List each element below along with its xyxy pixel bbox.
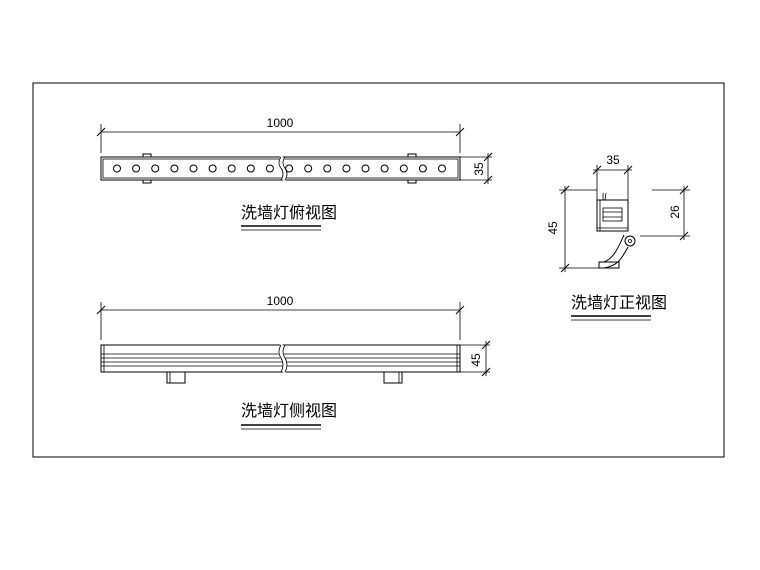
side-view-height-label: 45 bbox=[469, 353, 483, 367]
front-view-body-dimension: 26 bbox=[640, 185, 690, 241]
top-view-tab bbox=[142, 179, 152, 184]
top-view-tab bbox=[142, 153, 152, 158]
top-view-length-dimension: 1000 bbox=[96, 116, 465, 153]
side-view-length-dimension: 1000 bbox=[96, 294, 465, 340]
top-view-led-row bbox=[113, 164, 446, 173]
led-dot bbox=[265, 164, 274, 173]
side-view-bracket bbox=[383, 371, 403, 384]
led-dot bbox=[323, 164, 332, 173]
side-view-bracket bbox=[166, 371, 186, 384]
led-dot bbox=[285, 164, 294, 173]
led-dot bbox=[151, 164, 160, 173]
side-view-length-label: 1000 bbox=[267, 294, 294, 308]
led-dot bbox=[113, 164, 121, 173]
front-view-width-dimension: 35 bbox=[592, 153, 633, 200]
front-view-body-label: 26 bbox=[668, 205, 682, 219]
led-dot bbox=[438, 164, 446, 173]
top-view-length-label: 1000 bbox=[267, 116, 294, 130]
front-view-height-dimension: 45 bbox=[546, 185, 599, 273]
top-view-title: 洗墙灯俯视图 bbox=[241, 203, 337, 222]
side-view: 1000 45 洗墙灯侧视图 bbox=[96, 294, 491, 430]
led-dot bbox=[170, 164, 179, 173]
led-dot bbox=[380, 164, 389, 173]
front-view: 35 45 bbox=[546, 153, 690, 321]
led-dot bbox=[342, 164, 351, 173]
front-view-title: 洗墙灯正视图 bbox=[571, 293, 667, 312]
led-dot bbox=[304, 164, 313, 173]
front-view-height-label: 45 bbox=[546, 221, 560, 235]
led-dot bbox=[399, 164, 408, 173]
led-dot bbox=[418, 164, 427, 173]
top-view-tab bbox=[407, 179, 417, 184]
led-dot bbox=[227, 164, 236, 173]
led-dot bbox=[361, 164, 370, 173]
led-dot bbox=[132, 164, 141, 173]
top-view-height-label: 35 bbox=[472, 162, 486, 176]
front-view-mount-bracket bbox=[598, 234, 636, 269]
led-dot bbox=[246, 164, 255, 173]
front-view-width-label: 35 bbox=[606, 153, 620, 167]
top-view: 1000 35 洗墙灯俯视图 bbox=[96, 116, 493, 231]
side-view-title: 洗墙灯侧视图 bbox=[241, 401, 337, 420]
led-dot bbox=[208, 164, 217, 173]
top-view-tab bbox=[407, 153, 417, 158]
top-view-height-dimension: 35 bbox=[460, 152, 493, 185]
side-view-height-dimension: 45 bbox=[460, 340, 491, 377]
drawing-frame bbox=[32, 82, 725, 458]
front-view-lamp-head bbox=[596, 192, 629, 232]
led-dot bbox=[189, 164, 198, 173]
